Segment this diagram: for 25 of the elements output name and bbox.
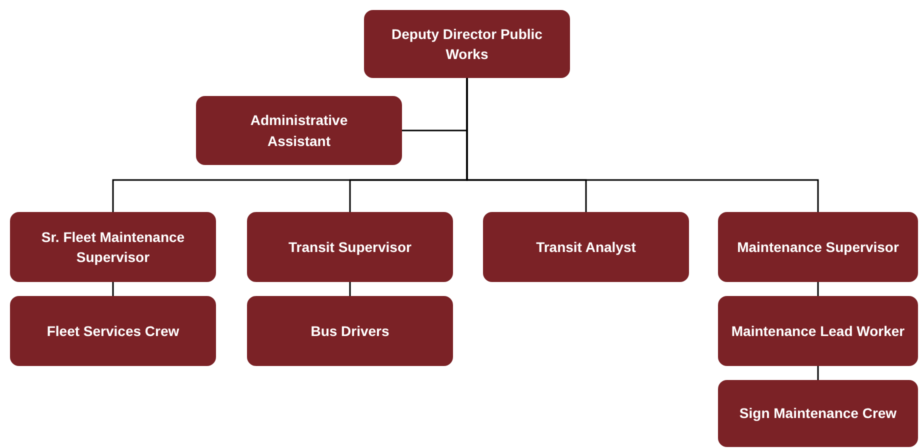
position-title: Deputy Director Public Works: [390, 24, 544, 64]
position-title: Administrative Assistant: [249, 111, 349, 150]
position-title: Fleet Services Crew: [46, 322, 180, 341]
position-title: Maintenance Lead Worker: [731, 322, 905, 341]
position-title: Transit Supervisor: [288, 238, 412, 257]
position-box: [10, 212, 216, 282]
position-title: Transit Analyst: [536, 238, 636, 257]
connector-line: [349, 282, 351, 296]
position-box: [718, 212, 918, 282]
connector-line: [112, 282, 114, 296]
position-box: [196, 96, 402, 165]
position-box: [247, 296, 453, 366]
position-title: Sr. Fleet Maintenance Supervisor: [40, 228, 186, 267]
connector-line: [817, 366, 819, 380]
position-title: Maintenance Supervisor: [737, 238, 899, 257]
position-title: Bus Drivers: [310, 322, 390, 341]
position-box: [247, 212, 453, 282]
position-box: [483, 212, 689, 282]
position-box: [364, 10, 570, 78]
connector-line: [466, 78, 819, 212]
position-title: Sign Maintenance Crew: [739, 404, 897, 424]
position-box: [718, 296, 918, 366]
position-box: [718, 380, 918, 447]
position-box: [10, 296, 216, 366]
connector-line: [817, 282, 819, 296]
